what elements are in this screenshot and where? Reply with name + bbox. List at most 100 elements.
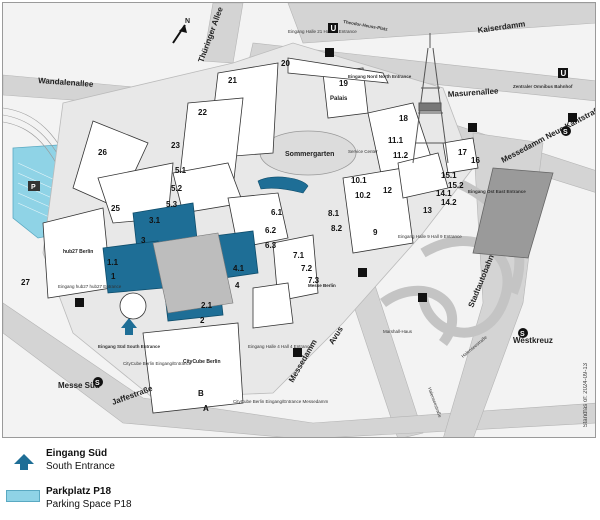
hall-2-3-building — [252, 282, 294, 329]
legend-south-entrance: Eingang Süd South Entrance — [6, 448, 306, 480]
sommergarten-label: Sommergarten — [285, 151, 334, 158]
service-center-label: Service Center — [348, 149, 378, 154]
hall-11-1-label: 11.1 — [388, 136, 404, 145]
palais-label: Palais — [330, 96, 348, 102]
north-label: N — [185, 18, 190, 25]
hall-5-1-label: 5.1 — [175, 166, 187, 175]
hall-3-label: 3 — [141, 236, 146, 245]
transit-signs: U U S S S — [93, 23, 571, 387]
entrance-halle4-label: Eingang Halle 4 Hall 4 Entrance — [248, 344, 312, 349]
hall-6-2-label: 6.2 — [265, 226, 277, 235]
hall-25-label: 25 — [111, 204, 120, 213]
hall-4-label: 4 — [235, 281, 240, 290]
hall-18-label: 18 — [399, 114, 408, 123]
street-wandalenallee: Wandalenallee — [38, 76, 94, 89]
s-bahn-sign-2: S — [95, 380, 100, 387]
hall-14-1-label: 14.1 — [436, 189, 452, 198]
legend-parking: Parkplatz P18 Parking Space P18 — [6, 486, 306, 518]
hall-8-1-label: 8.1 — [328, 209, 340, 218]
hall-16-building — [442, 137, 479, 174]
entrance-halle9-label: Eingang Halle 9 Hall 9 Entrance — [398, 234, 462, 239]
hall-14-2-label: 14.2 — [441, 198, 457, 207]
hall-9-building — [342, 167, 414, 254]
central-walkway — [152, 232, 234, 314]
s-bahn-sign-3: S — [520, 331, 525, 338]
parking-signs — [75, 48, 577, 357]
parking-legend-swatch — [6, 490, 40, 502]
north-arrow-icon — [172, 24, 187, 44]
hall-6-1-label: 6.1 — [271, 208, 283, 217]
hall-b-label: B — [198, 389, 204, 398]
radio-tower-icon — [412, 33, 449, 164]
hall-20-building — [287, 57, 389, 84]
hall-1-1-label: 1.1 — [107, 258, 119, 267]
hall-22-label: 22 — [198, 108, 207, 117]
hall-11-2-label: 11.2 — [393, 151, 409, 160]
entrance-halle21-label: Eingang Halle 21 Hall 21 Entrance — [288, 29, 357, 34]
map-legend: Eingang Süd South Entrance Parkplatz P18… — [6, 448, 306, 518]
hall-17-label: 17 — [458, 148, 467, 157]
parking-p18-sign — [28, 181, 40, 191]
legend-parking-title: Parkplatz P18 — [46, 486, 112, 497]
u-bahn-sign-1: U — [331, 24, 337, 33]
hall-15-1-label: 15.1 — [441, 171, 457, 180]
hall-12-label: 12 — [383, 186, 392, 195]
hall-15-2-label: 15.2 — [448, 181, 464, 190]
entrance-ost-label: Eingang Ost East Entrance — [468, 189, 526, 194]
hall-26-label: 26 — [98, 148, 107, 157]
u-bahn-sign-2: U — [561, 69, 567, 78]
hall-4-1-label: 4.1 — [233, 264, 245, 273]
hall-7-1-label: 7.1 — [293, 251, 305, 260]
street-masurenallee: Masurenallee — [448, 86, 500, 99]
legend-south-entrance-title: Eingang Süd — [46, 448, 108, 459]
hall-10-2-label: 10.2 — [355, 191, 371, 200]
hall-19-label: 19 — [339, 79, 348, 88]
hall-13-label: 13 — [423, 206, 432, 215]
exhibition-map: P Sommergarten — [2, 2, 596, 438]
station-zob: Zentraler Omnibus Bahnhof — [513, 84, 573, 89]
entrance-citycube2-label: CityCube Berlin Eingang/Entrance Messeda… — [233, 399, 329, 404]
hall-7-2-label: 7.2 — [301, 264, 313, 273]
entrance-citycube-label: CityCube Berlin Eingang/Entrance — [123, 361, 192, 366]
stadtautobahn-parking — [472, 167, 554, 259]
station-westkreuz: Westkreuz — [513, 336, 553, 345]
hall-3-1-label: 3.1 — [149, 216, 161, 225]
entrance-sued-label: Eingang Süd South Entrance — [98, 344, 160, 349]
hall-a-label: A — [203, 404, 209, 413]
legend-parking-sub: Parking Space P18 — [46, 499, 132, 510]
entrance-nord-label: Eingang Nord North Entrance — [348, 74, 412, 79]
hall-16-label: 16 — [471, 156, 480, 165]
hall-20-label: 20 — [281, 59, 290, 68]
south-pavilion — [119, 292, 147, 320]
map-canvas: P Sommergarten — [3, 3, 595, 437]
hall-9-label: 9 — [373, 228, 378, 237]
hall-8-2-label: 8.2 — [331, 224, 343, 233]
south-entrance-legend-icon — [14, 454, 34, 470]
hall-14-building — [397, 152, 449, 199]
hall-2-1-label: 2.1 — [201, 301, 213, 310]
parking-p18-sign-label: P — [31, 184, 36, 191]
hall-5-2-label: 5.2 — [171, 184, 183, 193]
hall-5-3-label: 5.3 — [166, 200, 178, 209]
hall-1-label: 1 — [111, 272, 116, 281]
south-entrance-marker-icon — [121, 318, 137, 335]
hall-27-label: 27 — [21, 278, 30, 287]
map-date-note: Standfas of: 2024-09-13 — [583, 362, 589, 427]
entrance-hub27-label: Eingang hub27 hub27 Entrance — [58, 284, 122, 289]
hall-21-label: 21 — [228, 76, 237, 85]
blue-pavilion — [257, 176, 309, 194]
s-bahn-sign-1: S — [563, 129, 568, 136]
hall-6-3-label: 6.3 — [265, 241, 277, 250]
messe-berlin-label: Messe Berlin — [308, 283, 336, 288]
citycube-building — [142, 322, 244, 414]
buildings — [42, 57, 479, 414]
hall-numbers: 3.1 4.1 1.1 2.1 3 4 1 2 21 22 23 26 25 2… — [21, 59, 480, 413]
station-messe-sued: Messe Süd — [58, 381, 100, 390]
hall-23-label: 23 — [171, 141, 180, 150]
marshall-haus-label: Marshall-Haus — [383, 329, 413, 334]
hall-2-label: 2 — [200, 316, 205, 325]
legend-south-entrance-sub: South Entrance — [46, 461, 115, 472]
citycube-label: CityCube Berlin — [183, 359, 221, 365]
hall-10-1-label: 10.1 — [351, 176, 367, 185]
hall-7-3-label: 7.3 — [308, 276, 320, 285]
